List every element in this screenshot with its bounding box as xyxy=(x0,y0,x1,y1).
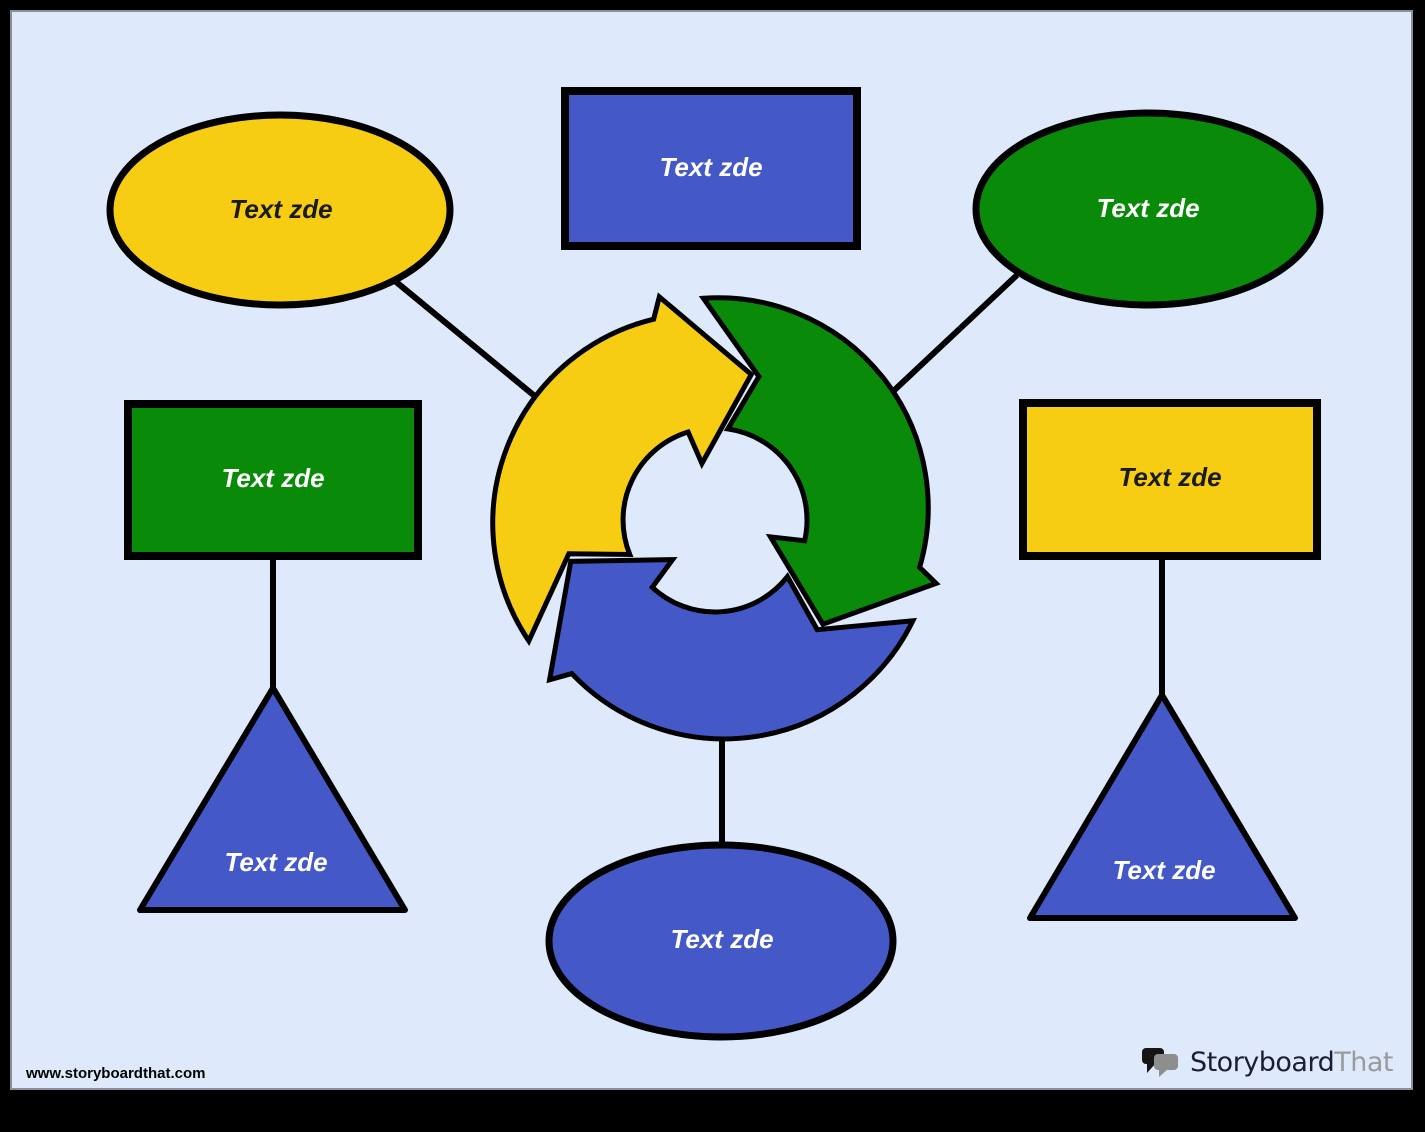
triangle-right-label[interactable]: Text zde xyxy=(1112,855,1215,885)
rect-top-center-label[interactable]: Text zde xyxy=(659,152,762,182)
connector-topright-to-center[interactable] xyxy=(883,272,1020,401)
diagram-svg: Text zde Text zde Text zde Text zde Text… xyxy=(106,87,1324,1041)
shape-ellipse-top-right[interactable]: Text zde xyxy=(972,109,1324,309)
logo-wordmark: StoryboardThat xyxy=(1189,1046,1394,1078)
footer-website-url: www.storyboardthat.com xyxy=(26,1065,206,1082)
rect-top-center[interactable] xyxy=(561,87,861,250)
shape-rect-top-center[interactable]: Text zde xyxy=(561,87,861,250)
connector-topleft-to-center[interactable] xyxy=(393,278,550,410)
shape-ellipse-top-left[interactable]: Text zde xyxy=(106,111,454,309)
rect-right-label[interactable]: Text zde xyxy=(1118,462,1221,492)
cycle-arrows-graphic[interactable] xyxy=(415,276,950,829)
shape-rect-left[interactable]: Text zde xyxy=(124,400,422,560)
rect-left[interactable] xyxy=(124,400,422,560)
ellipse-top-right[interactable] xyxy=(972,109,1324,309)
ellipse-top-right-label[interactable]: Text zde xyxy=(1096,193,1199,223)
cycle-arrow-green[interactable] xyxy=(687,295,951,630)
logo-text-secondary: That xyxy=(1334,1046,1393,1078)
triangle-left-label[interactable]: Text zde xyxy=(224,847,327,877)
ellipse-top-left-label[interactable]: Text zde xyxy=(229,194,332,224)
speech-bubbles-icon xyxy=(1141,1048,1178,1077)
triangle-left[interactable] xyxy=(137,685,408,913)
shape-rect-right[interactable]: Text zde xyxy=(1019,399,1321,560)
ellipse-top-left[interactable] xyxy=(106,111,454,309)
shape-triangle-right[interactable]: Text zde xyxy=(1027,692,1298,921)
rect-right[interactable] xyxy=(1019,399,1321,560)
rect-left-label[interactable]: Text zde xyxy=(221,463,324,493)
shape-ellipse-bottom[interactable]: Text zde xyxy=(545,841,897,1041)
cycle-arrow-yellow[interactable] xyxy=(415,276,813,646)
storyboardthat-logo: StoryboardThat xyxy=(1141,1046,1393,1078)
shape-triangle-left[interactable]: Text zde xyxy=(137,685,408,913)
ellipse-bottom[interactable] xyxy=(545,841,897,1041)
cycle-arrow-blue[interactable] xyxy=(510,447,918,829)
triangle-right[interactable] xyxy=(1027,692,1298,921)
logo-text-primary: Storyboard xyxy=(1189,1046,1335,1078)
diagram-canvas: Text zde Text zde Text zde Text zde Text… xyxy=(10,10,1413,1090)
ellipse-bottom-label[interactable]: Text zde xyxy=(670,924,773,954)
